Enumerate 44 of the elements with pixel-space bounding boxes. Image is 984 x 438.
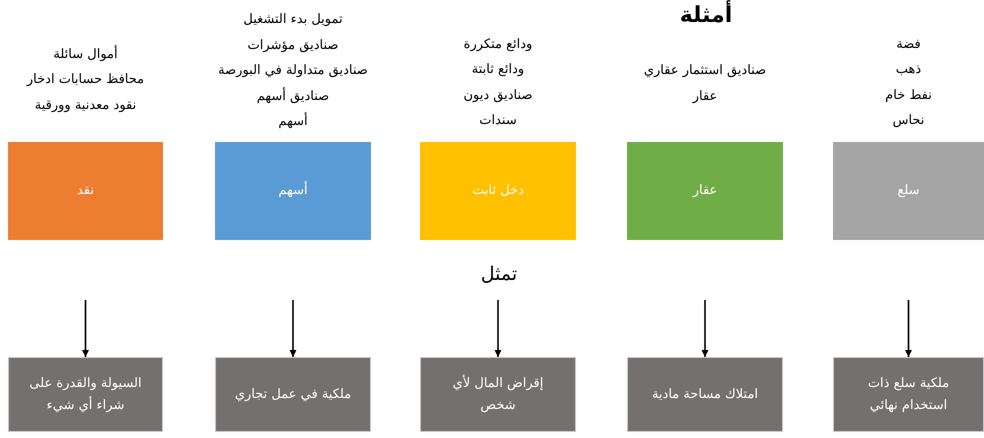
- description-box: [627, 357, 783, 432]
- example-text: ذهب: [896, 62, 922, 78]
- example-text: عقار: [692, 88, 718, 105]
- description-box: [420, 357, 576, 432]
- arrow: [494, 300, 502, 357]
- arrow: [82, 300, 89, 357]
- category-label: عقار: [691, 182, 718, 200]
- example-text: صناديق مؤشرات: [248, 38, 338, 54]
- category-box: [8, 142, 163, 240]
- category-box: [627, 142, 783, 240]
- description-text: إقراض المال لأي شخص: [452, 374, 544, 414]
- example-text: نحاس: [892, 113, 924, 130]
- example-text: أسهم: [278, 114, 308, 130]
- arrow: [905, 300, 912, 357]
- example-text: صناديق ديون: [464, 88, 532, 104]
- category-label: نقد: [76, 182, 96, 200]
- example-text: محافظ حسابات ادخار: [26, 72, 144, 88]
- example-text: صناديق استثمار عقاري: [644, 63, 766, 80]
- description-box: [215, 357, 371, 432]
- example-text: صناديق متداولة في البورصة: [218, 63, 368, 79]
- example-text: نفط خام: [885, 88, 932, 104]
- example-text: فضة: [896, 36, 921, 53]
- example-text: أموال سائلة: [53, 46, 118, 62]
- example-text: صناديق أسهم: [256, 88, 330, 104]
- category-label: أسهم: [277, 180, 309, 200]
- category-label: دخل ثابت: [471, 182, 525, 200]
- description-text: السيولة والقدرة على شراء أي شيء: [28, 374, 143, 414]
- description-box: [833, 357, 984, 432]
- example-text: ودائع متكررة: [464, 36, 532, 53]
- description-text: ملكية في عمل تجاري: [234, 386, 352, 404]
- description-text: امتلاك مساحة مادية: [650, 386, 760, 404]
- connector-label: تمثل: [480, 263, 518, 285]
- category-box: [420, 142, 576, 240]
- example-text: سندات: [479, 113, 517, 130]
- category-box: [833, 142, 984, 240]
- category-box: [215, 142, 371, 240]
- example-text: نقود معدنية وورقية: [34, 98, 136, 114]
- arrow: [290, 300, 296, 357]
- description-box: [8, 357, 163, 432]
- arrow: [702, 300, 708, 357]
- description-text: ملكية سلع ذات استخدام نهائي: [866, 374, 950, 414]
- example-text: تمويل بدء التشغيل: [243, 12, 343, 28]
- example-text: ودائع ثابتة: [472, 62, 524, 78]
- category-label: سلع: [896, 182, 921, 200]
